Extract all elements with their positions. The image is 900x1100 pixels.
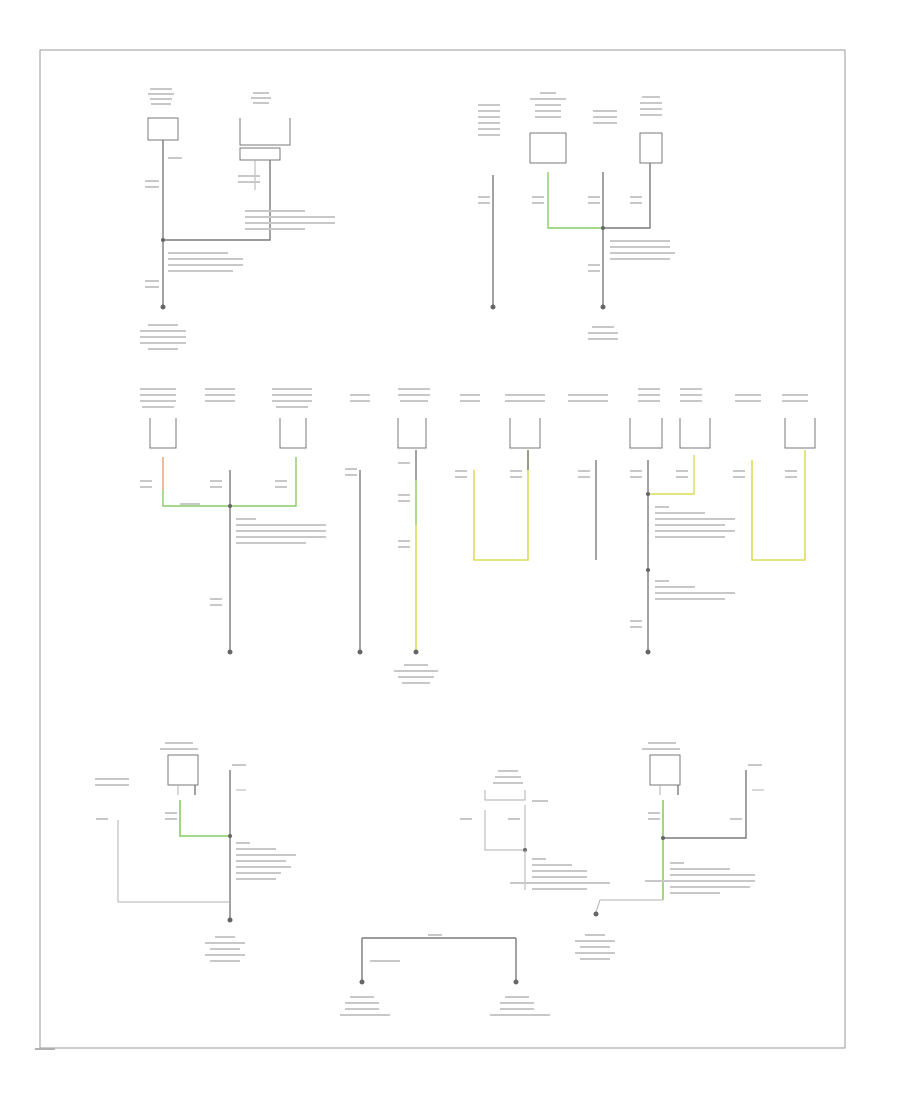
ground-symbol-icon	[490, 304, 496, 310]
diagram-frame	[39, 49, 846, 1049]
splice-dot-icon	[646, 492, 650, 496]
label-block	[148, 88, 271, 105]
splice-dot-icon	[228, 834, 232, 838]
splice-dot-icon	[228, 504, 232, 508]
component-box	[649, 754, 681, 786]
splice-dot-icon	[161, 238, 165, 242]
group-bottom-center	[340, 770, 610, 1016]
group-top-left	[140, 88, 335, 350]
ground-symbol-icon	[357, 649, 363, 655]
ground-symbol-icon	[227, 649, 233, 655]
ground-symbol-icon	[645, 649, 651, 655]
component-box	[149, 418, 816, 449]
ground-symbol-icon	[227, 917, 233, 923]
connector-icon	[239, 147, 281, 161]
splice-dot-icon	[661, 836, 665, 840]
component-box	[239, 118, 291, 146]
group-bottom-left	[95, 742, 296, 962]
connector-icon	[484, 790, 526, 801]
ground-symbol-icon	[593, 911, 599, 917]
splice-dot-icon	[646, 568, 650, 572]
component-box	[529, 132, 567, 164]
group-top-right	[478, 92, 675, 340]
group-bottom-right	[575, 742, 764, 960]
ground-symbol-icon	[160, 304, 166, 310]
component-box	[639, 132, 663, 164]
component-box	[147, 117, 179, 141]
group-middle	[140, 388, 816, 684]
component-box	[167, 754, 199, 786]
ground-symbol-icon	[513, 979, 519, 985]
ground-symbol-icon	[359, 979, 365, 985]
splice-dot-icon	[601, 226, 605, 230]
ground-symbol-icon	[600, 304, 606, 310]
ground-symbol-icon	[413, 649, 419, 655]
